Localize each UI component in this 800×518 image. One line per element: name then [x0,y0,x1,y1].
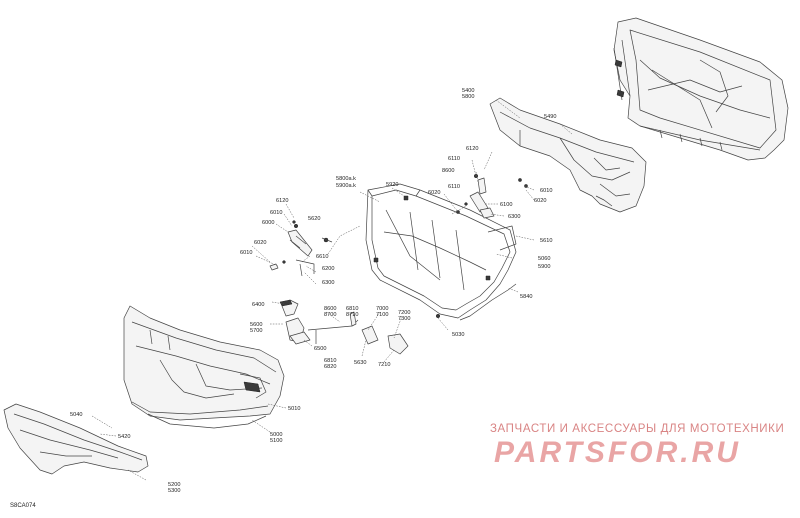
label-6020: 6020 [534,198,546,204]
label-6500: 6500 [314,346,326,352]
label-6020: 6020 [428,190,440,196]
label-6010: 6010 [240,250,252,256]
label-5610: 5610 [540,238,552,244]
label-5060: 5060 [538,256,550,262]
label-5800ak: 5800a.k [336,176,356,182]
label-7100: 7100 [376,312,388,318]
hinge-assembly-left [269,220,333,277]
watermark-logo: PARTSFOR.RU [494,436,741,469]
label-5700: 5700 [250,328,262,334]
label-5490: 5490 [544,114,556,120]
label-6020: 6020 [254,240,266,246]
label-7300: 7300 [398,316,410,322]
latch-bracket-upper [456,173,528,219]
door-frame-assembly-right [613,17,789,161]
label-6820: 6820 [324,364,336,370]
label-6300: 6300 [322,280,334,286]
label-5840: 5840 [520,294,532,300]
label-5040: 5040 [70,412,82,418]
label-6000: 6000 [262,220,274,226]
label-5920: 5920 [386,182,398,188]
label-8700: 8700 [324,312,336,318]
label-5900: 5900 [538,264,550,270]
label-5000: 5000 [270,432,282,438]
label-8600: 8600 [324,306,336,312]
label-5400: 5400 [462,88,474,94]
label-6400: 6400 [252,302,264,308]
label-5600: 5600 [250,322,262,328]
label-6100: 6100 [500,202,512,208]
label-5030: 5030 [452,332,464,338]
label-5800: 5800 [462,94,474,100]
label-6120: 6120 [466,146,478,152]
door-outer-panel [123,305,285,429]
label-5630: 5630 [354,360,366,366]
label-8710: 8710 [346,312,358,318]
label-6010: 6010 [540,188,552,194]
tubular-door-frame [365,183,517,321]
label-7200: 7200 [398,310,410,316]
label-5300: 5300 [168,488,180,494]
label-6110: 6110 [448,184,460,190]
part-labels: 5400 5800 5490 6120 6110 8600 6010 6020 … [70,88,556,494]
label-5900ak: 5900a.k [336,183,356,189]
watermark-caption: ЗАПЧАСТИ И АКСЕССУАРЫ ДЛЯ МОТОТЕХНИКИ [490,423,785,435]
label-5200: 5200 [168,482,180,488]
label-5420: 5420 [118,434,130,440]
label-5620: 5620 [308,216,320,222]
label-7210: 7210 [378,362,390,368]
label-8600: 8600 [442,168,454,174]
label-5010: 5010 [288,406,300,412]
label-6010: 6010 [270,210,282,216]
leader-lines [91,99,573,481]
label-6200: 6200 [322,266,334,272]
label-6110: 6110 [448,156,460,162]
label-6120: 6120 [276,198,288,204]
label-6300: 6300 [508,214,520,220]
label-5100: 5100 [270,438,282,444]
diagram-code: S8CA074 [10,503,36,509]
door-inner-panel [489,97,647,213]
label-6810: 6810 [324,358,336,364]
label-7000: 7000 [376,306,388,312]
label-6810: 6810 [346,306,358,312]
latch-mechanism [279,299,441,355]
label-6610: 6610 [316,254,328,260]
lower-trim-panel [3,403,149,475]
